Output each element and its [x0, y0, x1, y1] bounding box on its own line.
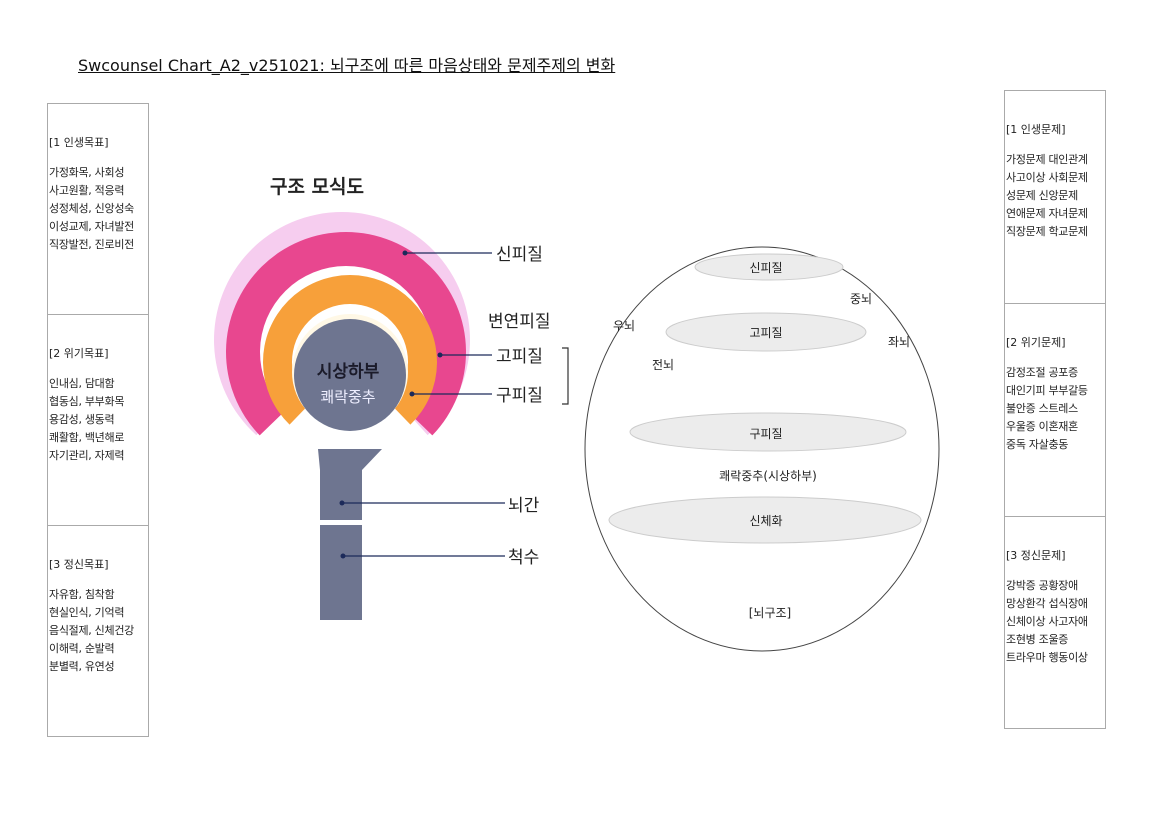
core-subtitle: 쾌락중추	[320, 388, 375, 406]
leader-lines	[342, 252, 505, 557]
list-item: 사고이상 사회문제	[1006, 171, 1088, 184]
list-item: 인내심, 담대함	[49, 377, 115, 390]
list-item: 음식절제, 신체건강	[49, 624, 134, 637]
section-heading: [2 위기문제]	[1006, 336, 1066, 349]
label-archicortex: 고피질	[496, 347, 543, 367]
list-item: 이해력, 순발력	[49, 642, 115, 655]
section-heading: [3 정신목표]	[49, 558, 109, 571]
layer-paleocortex	[629, 412, 907, 452]
list-item: 현실인식, 기억력	[49, 606, 125, 619]
label-brainstem: 뇌간	[508, 496, 540, 516]
goal-section-3: [3 정신목표] 자유함, 침착함 현실인식, 기억력 음식절제, 신체건강 이…	[48, 526, 148, 737]
list-item: 직장문제 학교문제	[1006, 225, 1088, 238]
layer-label: 구피질	[749, 427, 782, 441]
leader-dots	[339, 250, 443, 559]
goals-panel: [1 인생목표] 가정화목, 사회성 사고원활, 적응력 성정체성, 신앙성숙 …	[47, 103, 149, 737]
section-heading: [1 인생목표]	[49, 136, 109, 149]
list-item: 쾌활함, 백년해로	[49, 431, 125, 444]
region-middle: 중뇌	[850, 292, 872, 306]
layer-label: 신체화	[749, 514, 782, 528]
list-item: 성정체성, 신앙성숙	[49, 202, 134, 215]
list-item: 직장발전, 진로비전	[49, 238, 134, 251]
list-item: 조현병 조울증	[1006, 633, 1069, 646]
problems-panel: [1 인생문제] 가정문제 대인관계 사고이상 사회문제 성문제 신앙문제 연애…	[1004, 90, 1106, 729]
layer-label: 고피질	[749, 326, 782, 340]
brain-structure-caption: [뇌구조]	[749, 606, 791, 620]
label-spinal-cord: 척수	[508, 548, 539, 568]
list-item: 이성교제, 자녀발전	[49, 220, 134, 233]
list-item: 사고원활, 적응력	[49, 184, 125, 197]
label-paleocortex: 구피질	[496, 386, 543, 406]
region-right: 우뇌	[613, 319, 635, 333]
list-item: 우울증 이혼재혼	[1006, 420, 1078, 433]
page-title: Swcounsel Chart_A2_v251021: 뇌구조에 따른 마음상태…	[78, 56, 616, 75]
section-heading: [2 위기목표]	[49, 347, 109, 360]
layer-somatization	[608, 496, 922, 544]
list-item: 성문제 신앙문제	[1006, 189, 1078, 202]
list-item: 가정문제 대인관계	[1006, 153, 1088, 166]
goal-section-1: [1 인생목표] 가정화목, 사회성 사고원활, 적응력 성정체성, 신앙성숙 …	[48, 104, 148, 315]
problem-section-2: [2 위기문제] 감정조절 공포증 대인기피 부부갈등 불안증 스트레스 우울증…	[1005, 304, 1105, 517]
label-neocortex: 신피질	[496, 245, 543, 265]
list-item: 자기관리, 자제력	[49, 449, 125, 462]
list-item: 용감성, 생동력	[49, 413, 115, 426]
goal-section-2: [2 위기목표] 인내심, 담대함 협동심, 부부화목 용감성, 생동력 쾌활함…	[48, 315, 148, 526]
brain-structure-outline	[584, 246, 940, 652]
list-item: 분별력, 유연성	[49, 660, 115, 673]
section-heading: [1 인생문제]	[1006, 123, 1066, 136]
core-title: 시상하부	[317, 362, 380, 382]
list-item: 연애문제 자녀문제	[1006, 207, 1088, 220]
list-item: 불안증 스트레스	[1006, 402, 1078, 415]
layer-neocortex	[694, 253, 844, 281]
list-item: 감정조절 공포증	[1006, 366, 1078, 379]
list-item: 가정화목, 사회성	[49, 166, 125, 179]
schematic-title: 구조 모식도	[270, 176, 364, 198]
list-item: 중독 자살충동	[1006, 438, 1069, 451]
list-item: 협동심, 부부화목	[49, 395, 125, 408]
center-label: 쾌락중추(시상하부)	[719, 469, 817, 483]
list-item: 신체이상 사고자애	[1006, 615, 1088, 628]
problem-section-1: [1 인생문제] 가정문제 대인관계 사고이상 사회문제 성문제 신앙문제 연애…	[1005, 91, 1105, 304]
spinal-cord-shape	[320, 525, 362, 620]
region-left: 좌뇌	[888, 335, 910, 349]
cortex-bracket	[562, 347, 569, 405]
problem-section-3: [3 정신문제] 강박증 공황장애 망상환각 섭식장애 신체이상 사고자애 조현…	[1005, 517, 1105, 730]
list-item: 강박증 공황장애	[1006, 579, 1078, 592]
limbic-ring	[262, 274, 438, 425]
region-front: 전뇌	[652, 358, 674, 372]
list-item: 대인기피 부부갈등	[1006, 384, 1088, 397]
label-limbic: 변연피질	[488, 312, 551, 332]
section-heading: [3 정신문제]	[1006, 549, 1066, 562]
layer-label: 신피질	[749, 261, 782, 275]
list-item: 자유함, 침착함	[49, 588, 115, 601]
neocortex-ring	[226, 232, 466, 436]
hypothalamus-core	[294, 319, 406, 431]
brainstem-shape	[318, 449, 382, 520]
list-item: 망상환각 섭식장애	[1006, 597, 1088, 610]
layer-archicortex	[665, 312, 867, 352]
list-item: 트라우마 행동이상	[1006, 651, 1088, 664]
